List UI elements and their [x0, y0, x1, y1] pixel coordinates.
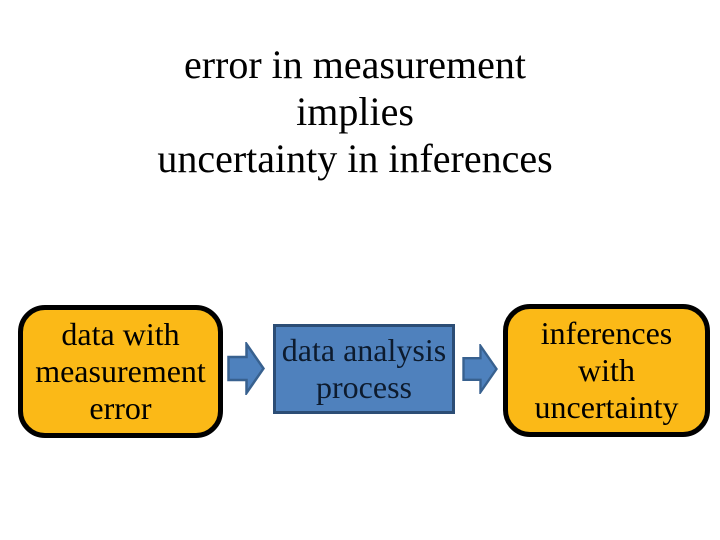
- box-inferences-with-uncertainty: inferences with uncertainty: [503, 304, 710, 437]
- right-arrow-icon: [462, 342, 498, 399]
- box-label-line: process: [316, 369, 412, 405]
- box-label-line: measurement: [35, 353, 206, 389]
- box-data-with-measurement-error: data with measurement error: [18, 305, 223, 438]
- title-line: error in measurement: [183, 42, 527, 87]
- slide-title: error in measurement implies uncertainty…: [0, 41, 710, 182]
- box-label-line: with: [578, 352, 635, 388]
- title-line: implies: [296, 89, 414, 134]
- box-label-line: data analysis: [281, 332, 447, 368]
- right-arrow-icon: [227, 340, 266, 400]
- box-data-analysis-process: data analysis process: [273, 324, 455, 414]
- box-label-line: data with: [61, 316, 180, 352]
- box-label-line: uncertainty: [534, 389, 679, 425]
- box-label-line: inferences: [540, 315, 673, 351]
- box-label-line: error: [89, 390, 152, 426]
- title-line: uncertainty in inferences: [157, 136, 553, 181]
